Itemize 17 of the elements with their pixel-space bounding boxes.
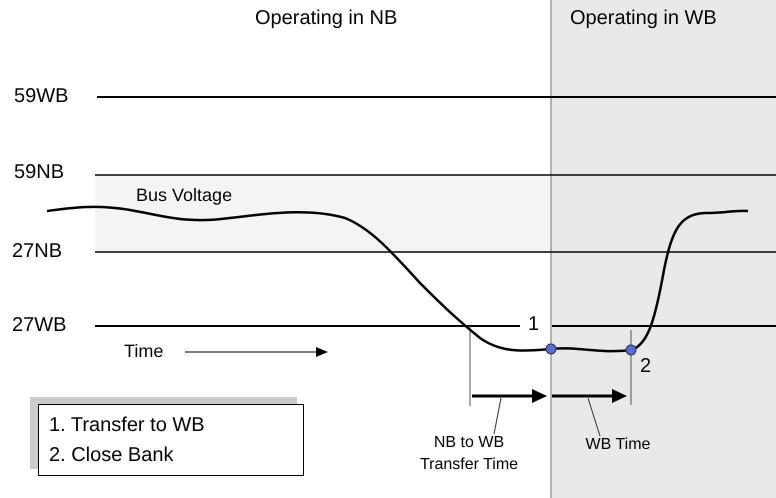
threshold-label: 59NB [14,160,64,185]
note-box [38,404,304,476]
axis-label: Time [124,340,164,362]
threshold-label: 59WB [14,84,68,109]
point-number: 1 [528,312,540,337]
leader-line [494,398,502,434]
region-heading: Operating in NB [255,6,398,31]
point-number: 2 [640,354,652,379]
annotation-text: NB to WB Transfer Time [410,432,528,476]
note-item: 1. Transfer to WB [49,413,206,438]
annotation-text: WB Time [570,434,666,456]
threshold-label: 27WB [12,313,66,338]
leader-line [588,398,600,436]
note-item: 2. Close Bank [49,443,175,468]
threshold-label: 27NB [12,239,62,264]
region-heading: Operating in WB [570,6,717,31]
curve-label: Bus Voltage [136,184,232,206]
